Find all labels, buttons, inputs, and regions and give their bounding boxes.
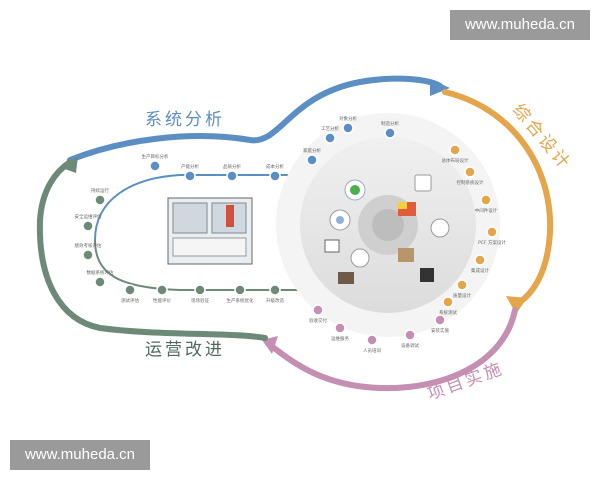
analysis-node xyxy=(342,122,354,134)
analysis-label: 对象分析 xyxy=(339,115,357,122)
implementation-label: 运维服务 xyxy=(331,335,349,342)
hub-icon-lens-dot xyxy=(336,216,344,224)
analysis-node xyxy=(306,154,318,166)
operation-label: 持续运行 xyxy=(91,187,109,194)
operation-label: 测试评估 xyxy=(121,297,139,304)
inner-operation-line xyxy=(94,239,300,291)
design-node xyxy=(474,254,486,266)
design-label: PCF 方案设计 xyxy=(478,239,506,246)
machine-illustration xyxy=(167,197,253,265)
implementation-label: 安装实施 xyxy=(431,327,449,334)
analysis-label: 工艺分析 xyxy=(321,125,339,132)
analysis-node xyxy=(384,127,396,139)
hub-icon-clock xyxy=(414,174,432,192)
implementation-node xyxy=(404,329,416,341)
operation-node xyxy=(234,284,246,296)
hub-icon-heatmap-cell xyxy=(398,202,407,209)
operation-arc xyxy=(36,159,268,341)
operation-label: 数据系统评估 xyxy=(87,269,114,276)
watermark-top: www.muheda.cn xyxy=(450,10,590,40)
operation-arrowhead xyxy=(62,156,78,173)
design-label: 质量设计 xyxy=(453,292,471,299)
implementation-node xyxy=(334,322,346,334)
implementation-label: 人员培训 xyxy=(363,347,381,354)
design-label: 集成设计 xyxy=(471,267,489,274)
operation-node xyxy=(94,194,106,206)
hub-icons xyxy=(324,174,450,284)
machine-indicator xyxy=(226,205,234,227)
operation-node xyxy=(124,284,136,296)
analysis-arrowhead xyxy=(430,79,450,96)
hub-icon-target xyxy=(350,248,370,268)
watermark-bottom: www.muheda.cn xyxy=(10,440,150,470)
machine-cabinet xyxy=(172,237,247,257)
machine-window-left xyxy=(172,202,208,234)
implementation-node xyxy=(366,334,378,346)
design-node xyxy=(442,296,454,308)
analysis-node xyxy=(184,170,196,182)
analysis-label: 生产目标分析 xyxy=(142,153,169,160)
design-node xyxy=(456,279,468,291)
operation-label: 绩效考核评估 xyxy=(75,242,102,249)
design-node xyxy=(480,194,492,206)
operation-label: 安全运维评估 xyxy=(75,213,102,220)
analysis-label: 成本分析 xyxy=(266,163,284,170)
analysis-node xyxy=(226,170,238,182)
analysis-node xyxy=(324,132,336,144)
operation-label: 生产系统优化 xyxy=(227,297,254,304)
central-hub xyxy=(276,113,500,337)
implementation-label: 验收交付 xyxy=(309,317,327,324)
operation-label: 现场验证 xyxy=(191,297,209,304)
operation-node xyxy=(82,249,94,261)
phase-title-operation: 运营改进 xyxy=(145,340,225,360)
analysis-node xyxy=(149,160,161,172)
operation-node xyxy=(94,276,106,288)
hub-icon-chart xyxy=(398,248,414,262)
hub-icon-material xyxy=(338,272,354,284)
operation-node xyxy=(156,284,168,296)
implementation-label: 设备调试 xyxy=(401,342,419,349)
operation-node xyxy=(194,284,206,296)
design-arc xyxy=(442,89,554,308)
analysis-arc xyxy=(67,75,443,163)
analysis-node xyxy=(269,170,281,182)
phase-title-implementation: 项目实施 xyxy=(425,359,507,405)
design-label: 系统测试 xyxy=(439,309,457,316)
operation-node xyxy=(269,284,281,296)
hub-core xyxy=(372,209,404,241)
hub-icon-book xyxy=(420,268,434,282)
implementation-node xyxy=(434,314,446,326)
design-label: 总体布局设计 xyxy=(442,157,469,164)
analysis-label: 制造分析 xyxy=(381,120,399,127)
design-label: 中间件设计 xyxy=(475,207,498,214)
design-node xyxy=(486,226,498,238)
hub-icon-gear xyxy=(430,218,450,238)
analysis-label: 品质分析 xyxy=(223,163,241,170)
implementation-node xyxy=(312,304,324,316)
phase-title-analysis: 系统分析 xyxy=(145,110,225,130)
analysis-label: 产能分析 xyxy=(181,163,199,170)
analysis-label: 家庭分析 xyxy=(303,147,321,154)
implementation-arc xyxy=(267,307,518,392)
operation-label: 性能评价 xyxy=(153,297,171,304)
hub-icon-planning-dot xyxy=(350,185,360,195)
operation-label: 升级改造 xyxy=(266,297,284,304)
design-arrowhead xyxy=(506,296,527,314)
track-lines xyxy=(36,75,554,392)
design-node xyxy=(464,166,476,178)
hub-icon-document xyxy=(324,239,340,253)
design-label: 控制系统设计 xyxy=(457,179,484,186)
operation-node xyxy=(82,220,94,232)
design-node xyxy=(449,144,461,156)
